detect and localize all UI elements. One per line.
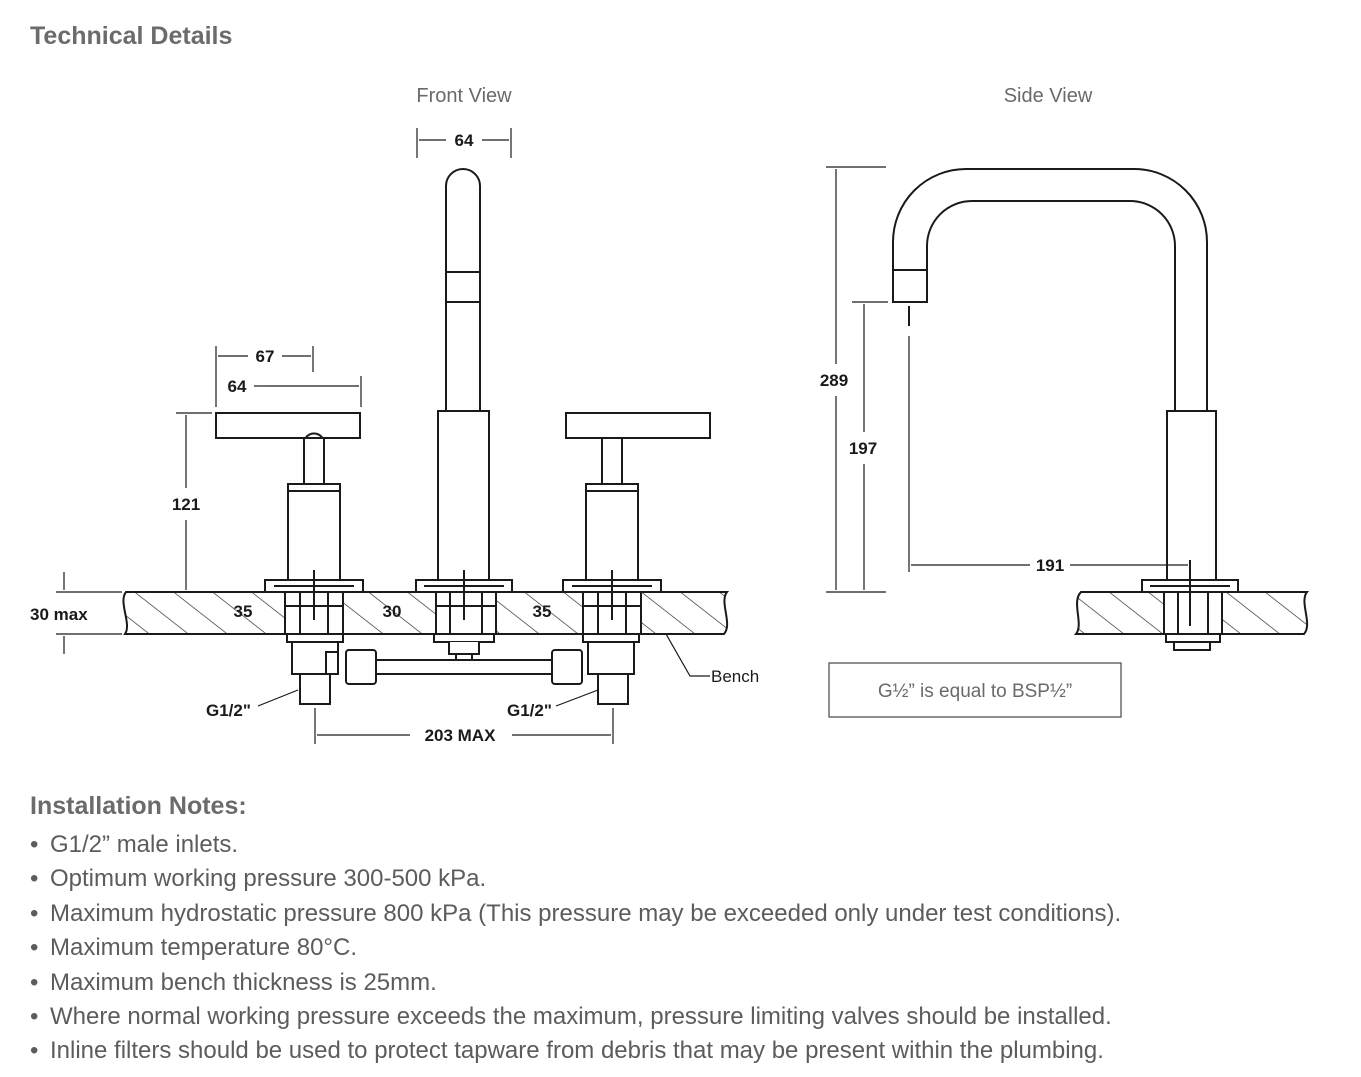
technical-drawing: Front View Side View <box>30 85 1310 745</box>
front-dimensions <box>56 128 710 744</box>
bsp-note-box <box>828 662 1122 718</box>
dim-handle-stem-width: 64 <box>228 377 247 396</box>
front-view <box>56 128 730 744</box>
bullet: • <box>30 899 39 927</box>
dim-handle-width: 67 <box>256 347 275 366</box>
note-text: Optimum working pressure 300-500 kPa. <box>50 865 487 893</box>
dim-handle-height: 121 <box>172 495 200 514</box>
list-item: • Where normal working pressure exceeds t… <box>30 1000 1121 1034</box>
installation-notes-list: • G1/2” male inlets. • Optimum working pre… <box>30 828 1121 1069</box>
under-bench-plumbing <box>286 633 640 705</box>
list-item: • G1/2” male inlets. <box>30 828 1121 862</box>
bullet: • <box>30 934 39 962</box>
bsp-note-text: G½” is equal to BSP½” <box>878 681 1072 702</box>
side-dimensions <box>826 166 1188 593</box>
right-handle <box>562 412 711 620</box>
dim-span: 203 MAX <box>425 726 497 745</box>
list-item: • Maximum bench thickness is 25mm. <box>30 966 1121 1000</box>
dim-center-offset: 30 <box>383 602 402 621</box>
note-text: Inline filters should be used to protect… <box>50 1037 1104 1065</box>
dim-spout-width: 64 <box>455 131 474 150</box>
dim-bench-thickness: 30 max <box>30 605 88 624</box>
list-item: • Maximum temperature 80°C. <box>30 931 1121 965</box>
list-item: • Maximum hydrostatic pressure 800 kPa (T… <box>30 897 1121 931</box>
left-handle <box>215 412 364 620</box>
dim-right-offset: 35 <box>533 602 552 621</box>
inlet-right-label: G1/2" <box>507 701 552 720</box>
front-bench-slab <box>122 591 730 635</box>
list-item: • Inline filters should be used to protec… <box>30 1034 1121 1068</box>
dim-left-offset: 35 <box>234 602 253 621</box>
note-text: Maximum hydrostatic pressure 800 kPa (Th… <box>50 899 1122 927</box>
bullet: • <box>30 1037 39 1065</box>
note-text: Maximum temperature 80°C. <box>50 934 358 962</box>
dim-outlet-height: 197 <box>849 439 877 458</box>
side-view-label: Side View <box>1004 85 1093 107</box>
list-item: • Optimum working pressure 300-500 kPa. <box>30 862 1121 896</box>
note-text: Maximum bench thickness is 25mm. <box>50 968 437 996</box>
note-text: G1/2” male inlets. <box>50 831 239 858</box>
front-view-label: Front View <box>416 85 512 107</box>
front-spout <box>415 168 513 620</box>
side-view <box>826 166 1310 651</box>
inlet-left-label: G1/2" <box>206 701 251 720</box>
note-text: Where normal working pressure exceeds th… <box>50 1003 1112 1031</box>
installation-notes-title: Installation Notes: <box>30 792 247 820</box>
bench-label: Bench <box>711 667 759 686</box>
dim-reach: 191 <box>1036 556 1064 575</box>
bullet: • <box>30 1003 39 1031</box>
dim-total-height: 289 <box>820 371 848 390</box>
section-title: Technical Details <box>30 22 233 50</box>
bullet: • <box>30 865 39 893</box>
side-spout <box>892 168 1239 626</box>
bullet: • <box>30 831 39 858</box>
bullet: • <box>30 968 39 996</box>
